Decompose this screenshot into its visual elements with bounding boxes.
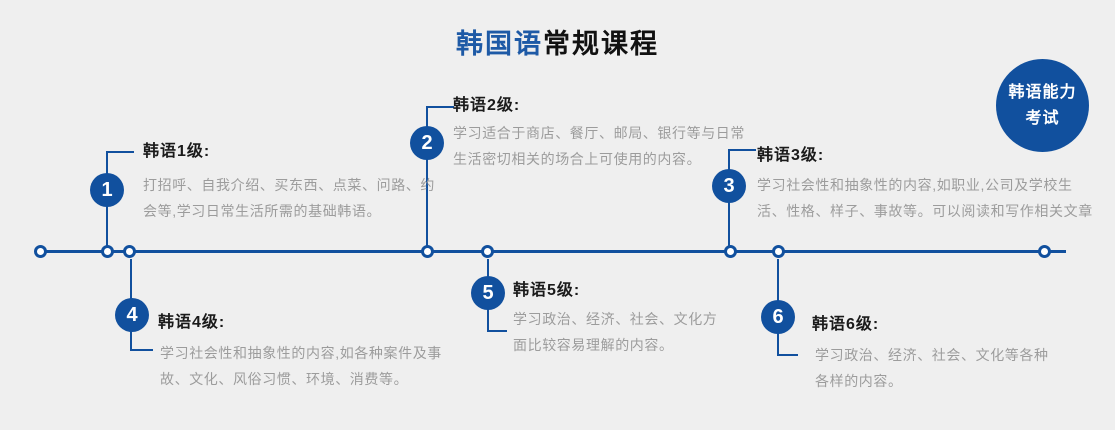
- page-title-highlight: 韩国语: [456, 29, 543, 59]
- timeline-node-level2: [421, 245, 434, 258]
- timeline-node-level1: [101, 245, 114, 258]
- timeline-line: [40, 250, 1066, 253]
- level-desc-5: 学习政治、经济、社会、文化方 面比较容易理解的内容。: [513, 311, 718, 353]
- timeline-node-end: [1038, 245, 1051, 258]
- page-title: 韩国语常规课程: [0, 22, 1115, 61]
- connector-vertical-level2: [426, 106, 428, 246]
- level-circle-2: 2: [410, 126, 444, 160]
- timeline-node-level3: [724, 245, 737, 258]
- level-heading-5: 韩语5级:: [513, 282, 581, 299]
- timeline-node-start: [34, 245, 47, 258]
- level-heading-3: 韩语3级:: [757, 147, 825, 164]
- connector-elbow-level5: [487, 330, 507, 332]
- exam-badge-line1: 韩语能力: [1008, 83, 1077, 101]
- level-circle-4: 4: [115, 298, 149, 332]
- level-heading-6: 韩语6级:: [812, 316, 880, 333]
- timeline-node-level5: [481, 245, 494, 258]
- level-desc-2: 学习适合于商店、餐厅、邮局、银行等与日常 生活密切相关的场合上可使用的内容。: [453, 125, 745, 167]
- level-heading-2: 韩语2级:: [453, 97, 521, 114]
- level-desc-4: 学习社会性和抽象性的内容,如各种案件及事 故、文化、风俗习惯、环境、消费等。: [160, 345, 442, 387]
- level-desc-1: 打招呼、自我介绍、买东西、点菜、问路、约 会等,学习日常生活所需的基础韩语。: [143, 177, 435, 219]
- level-circle-3: 3: [712, 169, 746, 203]
- connector-elbow-level1: [106, 151, 134, 153]
- timeline-node-level4: [123, 245, 136, 258]
- timeline-node-level6: [772, 245, 785, 258]
- level-heading-1: 韩语1级:: [143, 143, 211, 160]
- connector-elbow-level2: [426, 106, 454, 108]
- connector-elbow-level4: [130, 349, 153, 351]
- level-circle-6: 6: [761, 300, 795, 334]
- connector-elbow-level6: [777, 354, 798, 356]
- level-heading-4: 韩语4级:: [158, 314, 226, 331]
- page-title-rest: 常规课程: [543, 29, 659, 59]
- level-circle-1: 1: [90, 173, 124, 207]
- level-desc-3: 学习社会性和抽象性的内容,如职业,公司及学校生 活、性格、样子、事故等。可以阅读…: [757, 177, 1093, 219]
- level-desc-6: 学习政治、经济、社会、文化等各种 各样的内容。: [815, 347, 1049, 389]
- exam-badge-line2: 考试: [1025, 109, 1060, 127]
- level-circle-5: 5: [471, 276, 505, 310]
- exam-badge: 韩语能力 考试: [996, 59, 1089, 152]
- connector-elbow-level3: [728, 149, 756, 151]
